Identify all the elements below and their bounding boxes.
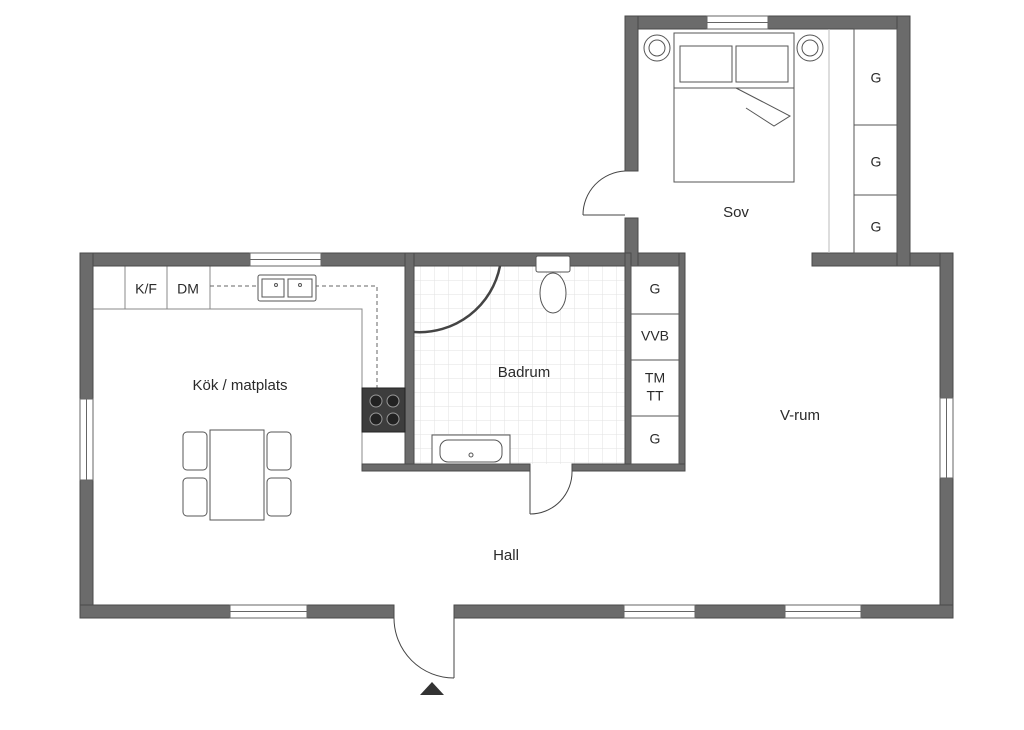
doors (393, 170, 626, 679)
room-label-vrum: V-rum (780, 407, 820, 424)
room-label-sov: Sov (723, 204, 749, 221)
closet-label-g: G (650, 431, 661, 447)
bedroom-wardrobe (828, 28, 898, 254)
closet-label-g: G (650, 281, 661, 297)
wardrobe-label-g: G (871, 154, 882, 170)
bathroom-tile-floor (414, 266, 626, 464)
windows (79, 15, 954, 619)
closet-label-vvb: VVB (641, 328, 669, 344)
room-label-hall: Hall (493, 547, 519, 564)
bath-closets (630, 265, 680, 465)
wardrobe-label-g: G (871, 70, 882, 86)
stove-icon (361, 387, 406, 433)
toilet-icon (535, 255, 571, 314)
washbasin-icon (431, 434, 511, 465)
closet-label-tt: TT (646, 388, 664, 404)
entrance-arrow-icon (420, 682, 444, 695)
kitchen-unit-kf: K/F (135, 281, 157, 297)
closet-label-tm: TM (645, 370, 665, 386)
bed-icon (643, 32, 824, 183)
kitchen-sink-icon (257, 274, 317, 302)
kitchen-unit-dm: DM (177, 281, 199, 297)
wardrobe-label-g: G (871, 219, 882, 235)
upper-cabinet-outline (210, 285, 378, 388)
room-label-badrum: Badrum (498, 364, 551, 381)
room-label-kok: Kök / matplats (192, 377, 287, 394)
bath-door-swing (413, 265, 502, 334)
dining-table-icon (182, 429, 292, 521)
